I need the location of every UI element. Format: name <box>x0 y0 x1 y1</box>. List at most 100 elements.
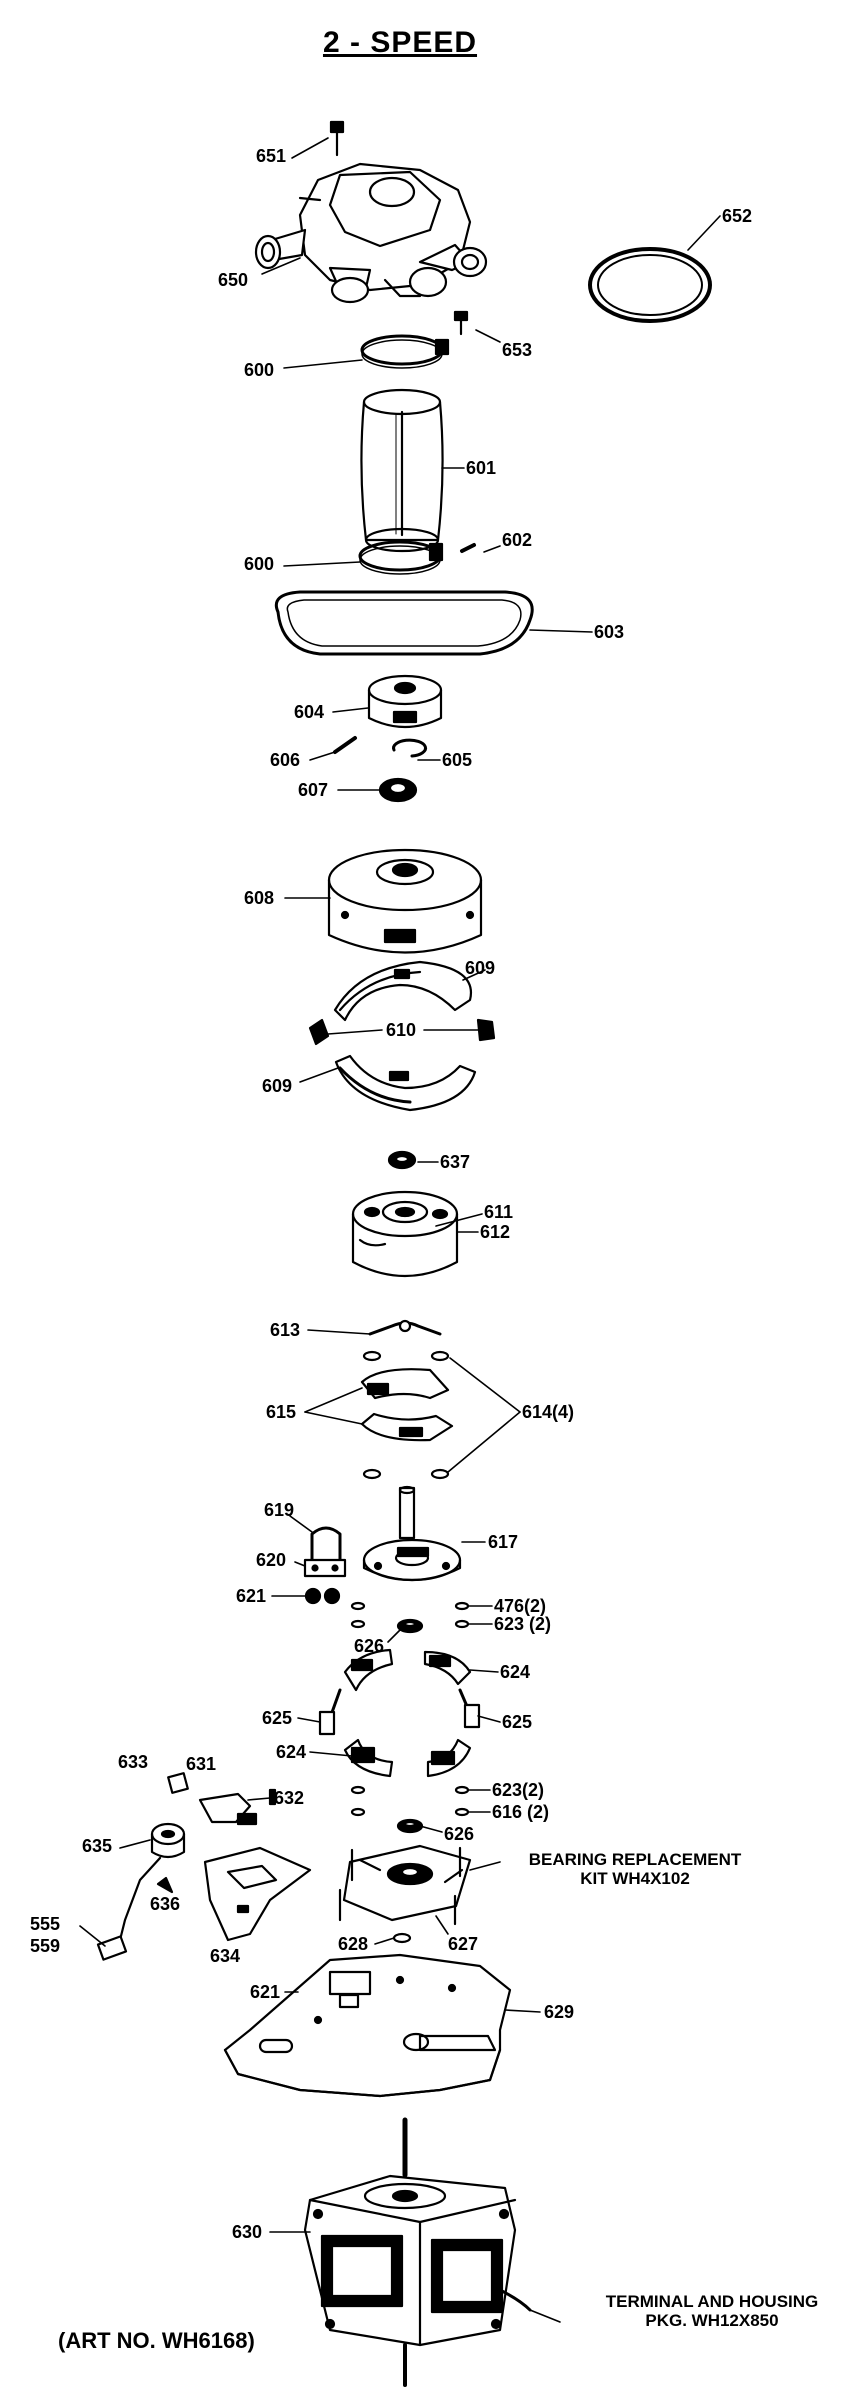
callout-633: 633 <box>118 1752 148 1772</box>
part-621-nuts-upper <box>304 1587 341 1605</box>
callout-615: 615 <box>266 1402 296 1422</box>
callout-619: 619 <box>264 1500 294 1520</box>
callout-635: 635 <box>82 1836 112 1856</box>
callout-650: 650 <box>218 270 248 290</box>
part-653-screw <box>453 310 469 336</box>
callout-624-lower: 624 <box>276 1742 306 1762</box>
callout-555: 555 <box>30 1914 60 1934</box>
callout-625-right: 625 <box>502 1712 532 1732</box>
callout-626-upper: 626 <box>354 1636 384 1656</box>
part-624-shoes-upper <box>343 1648 472 1692</box>
callout-616: 616 (2) <box>492 1802 549 1822</box>
callout-612: 612 <box>480 1222 510 1242</box>
part-609-brake-shoe-upper <box>333 960 473 1022</box>
part-651-screw <box>329 120 345 157</box>
callout-609-lower: 609 <box>262 1076 292 1096</box>
callout-627: 627 <box>448 1934 478 1954</box>
part-626-spring-lower <box>396 1818 424 1834</box>
callout-617: 617 <box>488 1532 518 1552</box>
part-625-arms <box>318 1688 481 1736</box>
part-601-hose <box>360 388 444 553</box>
part-635-switch <box>150 1822 186 1859</box>
callout-608: 608 <box>244 888 274 908</box>
callout-610: 610 <box>386 1020 416 1040</box>
part-626-spring-upper <box>396 1618 424 1634</box>
part-623-616-washers <box>350 1785 470 1817</box>
part-607-bearing <box>378 777 418 803</box>
part-629-mounting-plate <box>223 1953 512 2098</box>
part-609-brake-shoe-lower <box>334 1054 477 1112</box>
callout-621-upper: 621 <box>236 1586 266 1606</box>
callout-624-upper: 624 <box>500 1662 530 1682</box>
callout-636: 636 <box>150 1894 180 1914</box>
callout-labels: 651 652 650 653 600 601 602 600 603 604 … <box>30 146 752 2242</box>
terminal-kit-label: TERMINAL AND HOUSING PKG. WH12X850 <box>562 2292 862 2330</box>
callout-629: 629 <box>544 2002 574 2022</box>
callout-631: 631 <box>186 1754 216 1774</box>
callout-614: 614(4) <box>522 1402 574 1422</box>
callout-628: 628 <box>338 1934 368 1954</box>
part-633-cap <box>167 1772 189 1794</box>
callout-604: 604 <box>294 702 324 722</box>
callout-607: 607 <box>298 780 328 800</box>
part-652-seal-ring <box>588 247 712 323</box>
callout-653: 653 <box>502 340 532 360</box>
part-608-clutch-drum <box>327 848 483 954</box>
callout-605: 605 <box>442 750 472 770</box>
callout-626-lower: 626 <box>444 1824 474 1844</box>
callout-602: 602 <box>502 530 532 550</box>
callout-476: 476(2) <box>494 1596 546 1616</box>
part-637-washer <box>387 1150 417 1170</box>
leader-lines <box>79 137 721 2323</box>
part-613-plate <box>368 1319 442 1336</box>
part-634-bracket <box>203 1846 312 1942</box>
callout-620: 620 <box>256 1550 286 1570</box>
art-number: (ART NO. WH6168) <box>58 2328 255 2353</box>
part-636-screw <box>156 1876 174 1894</box>
terminal-kit-line2: PKG. WH12X850 <box>645 2311 779 2330</box>
callout-651: 651 <box>256 146 286 166</box>
callout-606: 606 <box>270 750 300 770</box>
callout-603: 603 <box>594 622 624 642</box>
callout-652: 652 <box>722 206 752 226</box>
callout-609-upper: 609 <box>465 958 495 978</box>
callout-559: 559 <box>30 1936 60 1956</box>
part-617-shaft-assembly <box>362 1485 462 1582</box>
part-631-lever <box>198 1792 258 1826</box>
part-612-hub <box>351 1190 459 1277</box>
part-610-springs <box>308 1018 496 1046</box>
part-603-drive-belt <box>274 590 534 656</box>
part-605-retaining-clip <box>392 738 428 758</box>
part-600-clamp-lower <box>358 540 444 575</box>
callout-600-upper: 600 <box>244 360 274 380</box>
bearing-kit-label: BEARING REPLACEMENT KIT WH4X102 <box>500 1850 770 1888</box>
callout-621-lower: 621 <box>250 1982 280 2002</box>
callout-611: 611 <box>484 1202 513 1222</box>
part-600-clamp-upper <box>360 334 450 369</box>
callout-600-lower: 600 <box>244 554 274 574</box>
callout-613: 613 <box>270 1320 300 1340</box>
callout-625-left: 625 <box>262 1708 292 1728</box>
bearing-kit-line1: BEARING REPLACEMENT <box>528 1850 742 1869</box>
part-614-washers <box>362 1350 450 1480</box>
terminal-kit-line1: TERMINAL AND HOUSING <box>605 2292 819 2311</box>
callout-601: 601 <box>466 458 496 478</box>
part-630-motor <box>303 2117 532 2387</box>
callout-632: 632 <box>274 1788 304 1808</box>
part-632-pin <box>268 1788 277 1806</box>
part-619-620-bracket <box>303 1526 347 1578</box>
bearing-kit-line2: KIT WH4X102 <box>580 1869 690 1888</box>
part-555-559-wire-connector <box>96 1856 162 1961</box>
part-604-pulley <box>367 674 443 728</box>
part-650-pump-housing <box>254 162 488 304</box>
callout-623-upper: 623 (2) <box>494 1614 551 1634</box>
part-627-bearing-plate <box>338 1844 472 1926</box>
callout-630: 630 <box>232 2222 262 2242</box>
part-606-key <box>333 736 357 754</box>
callout-634: 634 <box>210 1946 240 1966</box>
part-624-shoes-lower <box>343 1738 472 1778</box>
part-602-screw <box>460 543 476 553</box>
callout-623-lower: 623(2) <box>492 1780 544 1800</box>
